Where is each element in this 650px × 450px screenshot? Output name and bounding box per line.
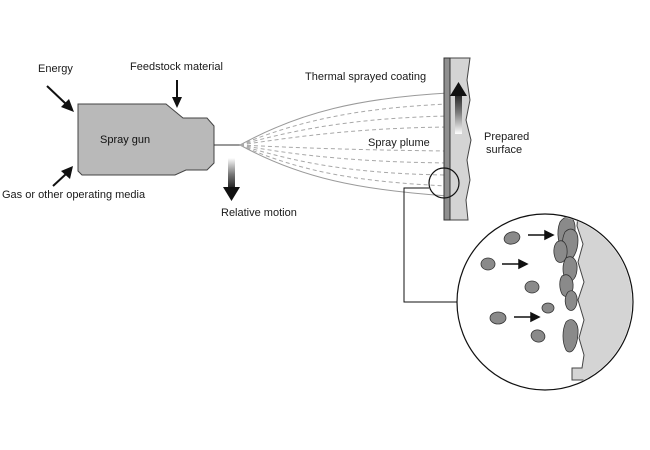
magnified-view (456, 213, 634, 391)
magnify-source-circle (428, 167, 460, 199)
relative-motion-arrow (223, 158, 240, 201)
magnified-substrate (571, 215, 632, 389)
energy-arrow (46, 85, 74, 112)
feedstock-arrow (172, 80, 182, 108)
relative-motion-label: Relative motion (221, 207, 297, 219)
prepared-surface-label-line1: Prepared (484, 131, 529, 143)
substrate-motion-arrow (450, 82, 467, 134)
magnify-leader-line (403, 187, 462, 303)
energy-label: Energy (38, 63, 73, 75)
gas-arrow (52, 166, 73, 187)
particle-arrows (502, 229, 555, 323)
coating-layer (443, 57, 451, 221)
coating-label: Thermal sprayed coating (305, 71, 426, 83)
deposited-splats (553, 216, 579, 353)
spray-gun-label: Spray gun (100, 134, 150, 146)
particles (480, 231, 555, 343)
spray-plume (239, 92, 449, 197)
prepared-surface-label-line2: surface (486, 144, 522, 156)
gas-media-label: Gas or other operating media (2, 189, 146, 201)
spray-gun-body (77, 103, 215, 176)
feedstock-label: Feedstock material (130, 61, 223, 73)
spray-plume-label: Spray plume (368, 137, 430, 149)
substrate (443, 57, 472, 221)
